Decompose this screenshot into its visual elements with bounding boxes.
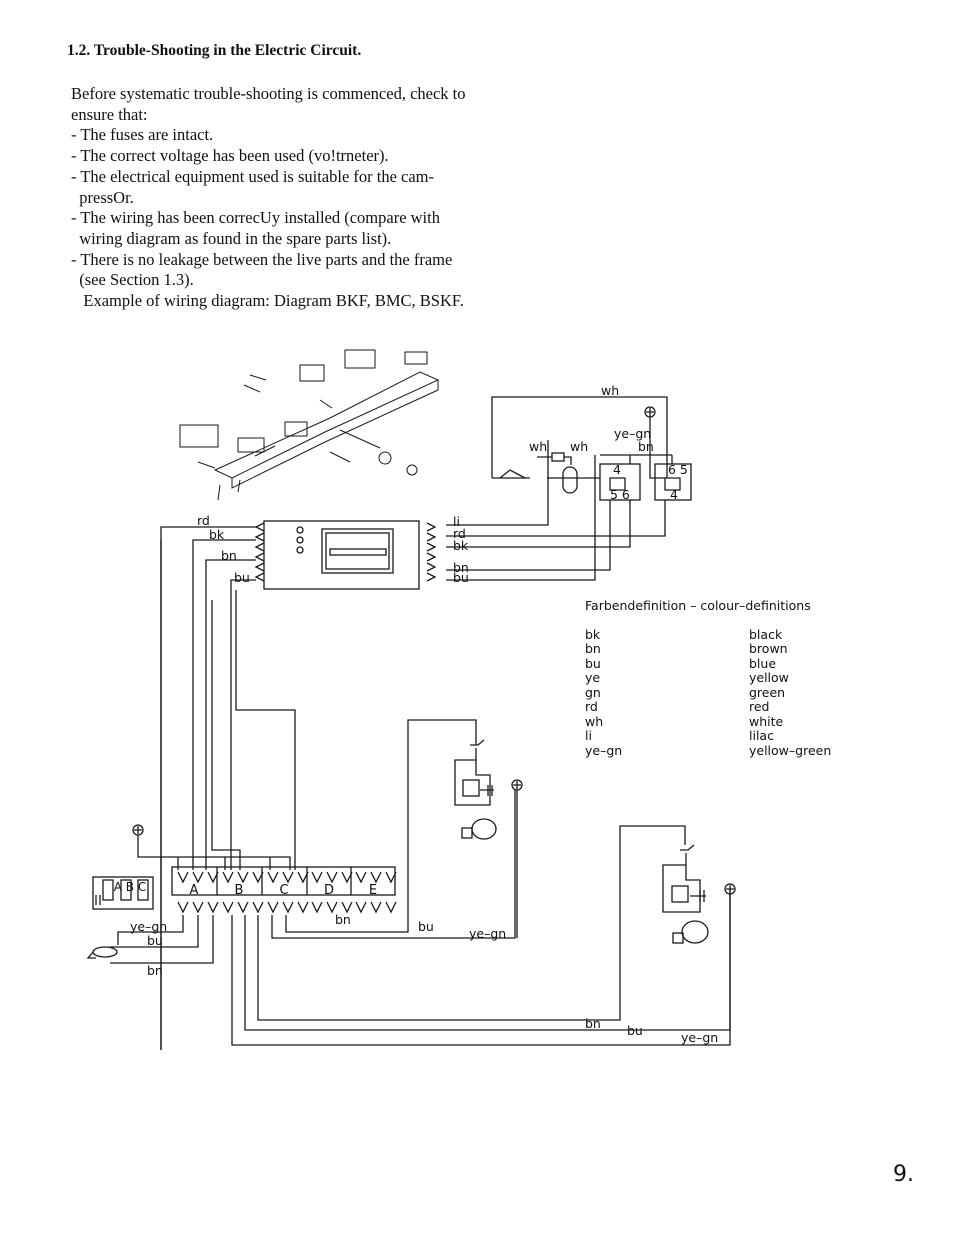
wire-label: bn <box>453 560 469 575</box>
terminal-label: D <box>324 883 334 898</box>
text-line: Example of wiring diagram: Diagram BKF, … <box>71 291 464 311</box>
wire-label: bn <box>147 963 163 978</box>
text-line: - The fuses are intact. <box>71 125 214 145</box>
terminal-label: E <box>369 883 377 898</box>
wire-label: bu <box>234 570 250 585</box>
terminal-label: A <box>190 883 199 898</box>
intro-text: Before systematic trouble-shooting is co… <box>71 84 541 312</box>
legend-name: blue <box>749 656 776 671</box>
legend-title: Farbendefinition – colour–definitions <box>585 598 811 613</box>
text-line: wiring diagram as found in the spare par… <box>71 228 392 248</box>
legend-name: lilac <box>749 728 774 743</box>
legend-name: yellow <box>749 670 789 685</box>
legend-name: white <box>749 714 784 729</box>
wire-label: wh <box>529 439 547 454</box>
wire-label: ye–gn <box>614 426 651 441</box>
text-line: (see Section 1.3). <box>71 270 194 290</box>
terminal-label: B <box>235 883 244 898</box>
legend-code: li <box>585 728 592 743</box>
wire-label: bu <box>627 1023 643 1038</box>
wire-label: li <box>453 514 460 529</box>
legend-name: yellow–green <box>749 743 831 758</box>
wire-label: bn <box>221 548 237 563</box>
wire-label: wh <box>570 439 588 454</box>
page-number: 9. <box>893 1162 914 1187</box>
legend-name: brown <box>749 641 788 656</box>
wire-label: rd <box>197 513 210 528</box>
text-line: - The electrical equipment used is suita… <box>71 166 435 186</box>
wire-label: bu <box>147 933 163 948</box>
relay-pin-label: 4 <box>670 487 678 502</box>
plug-label: A B C <box>114 880 146 894</box>
wire-label: ye–gn <box>130 919 167 934</box>
section-heading: 1.2. Trouble-Shooting in the Electric Ci… <box>67 42 362 59</box>
wire-label: bu <box>453 570 469 585</box>
text-line: - The wiring has been correcUy installed… <box>71 208 440 228</box>
relay-pin-label: 4 <box>613 462 621 477</box>
wire-label: bk <box>209 527 225 542</box>
legend-code: bn <box>585 641 601 656</box>
wire-label: bn <box>335 912 351 927</box>
legend-code: bk <box>585 627 601 642</box>
wire-label: ye–gn <box>681 1030 718 1045</box>
colour-legend: Farbendefinition – colour–definitions bk… <box>585 598 831 758</box>
exploded-view-illustration <box>179 349 440 501</box>
wire-label: bn <box>585 1016 601 1031</box>
relay-pin-label: 6 5 <box>668 462 688 477</box>
legend-name: black <box>749 627 783 642</box>
legend-name: green <box>749 685 785 700</box>
text-line: - The correct voltage has been used (vo!… <box>71 146 389 166</box>
legend-code: wh <box>585 714 603 729</box>
text-line: - There is no leakage between the live p… <box>71 249 453 269</box>
relay-pin-label: 5 6 <box>610 487 630 502</box>
legend-code: rd <box>585 699 598 714</box>
legend-name: red <box>749 699 770 714</box>
wire-label: bu <box>418 919 434 934</box>
wire-label: rd <box>453 526 466 541</box>
wire-label: bk <box>453 538 469 553</box>
text-line: pressOr. <box>71 187 134 207</box>
text-line: Before systematic trouble-shooting is co… <box>71 84 466 103</box>
text-line: ensure that: <box>71 104 148 124</box>
legend-code: gn <box>585 685 601 700</box>
wire-label: ye–gn <box>469 926 506 941</box>
wire-label: bn <box>638 439 654 454</box>
legend-code: bu <box>585 656 601 671</box>
legend-code: ye <box>585 670 600 685</box>
legend-code: ye–gn <box>585 743 622 758</box>
terminal-label: C <box>279 883 288 898</box>
wire-label: wh <box>601 383 619 398</box>
